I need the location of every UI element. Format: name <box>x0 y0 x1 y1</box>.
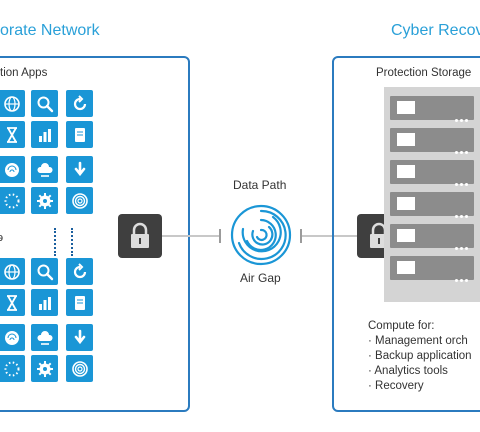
app-tile <box>0 187 25 214</box>
compute-item: · Analytics tools <box>368 365 448 377</box>
fingerprint-icon <box>4 330 19 345</box>
app-tile <box>31 156 58 183</box>
air-gap-swirl-icon <box>229 203 293 267</box>
app-tile <box>31 121 58 148</box>
storage-server-unit <box>390 192 474 218</box>
globe-icon <box>3 263 20 280</box>
cloud-icon <box>36 162 53 177</box>
gear-icon <box>36 360 53 377</box>
fingerprint-icon <box>4 162 19 177</box>
compute-item: · Recovery <box>368 380 424 392</box>
download-arrow-icon <box>74 329 85 344</box>
connection-line-left <box>162 235 220 237</box>
globe-icon <box>3 95 20 112</box>
compute-item: · Management orch <box>368 335 468 347</box>
app-tile <box>66 156 93 183</box>
vertical-dots-left <box>54 228 58 256</box>
drive-bay-icon <box>397 197 415 210</box>
search-icon <box>37 264 53 280</box>
status-lights-icon <box>453 269 468 287</box>
app-tile <box>0 355 25 382</box>
bar-chart-icon <box>38 128 51 142</box>
app-tile <box>66 90 93 117</box>
right-panel-title: Cyber Recov <box>391 22 480 39</box>
drive-bay-icon <box>397 101 415 114</box>
download-arrow-icon <box>74 161 85 176</box>
drive-bay-icon <box>397 229 415 242</box>
target-icon <box>71 192 88 209</box>
storage-server-unit <box>390 224 474 250</box>
app-tile <box>0 289 25 316</box>
drive-bay-icon <box>397 133 415 146</box>
status-lights-icon <box>453 173 468 191</box>
target-icon <box>71 360 88 377</box>
app-tile <box>0 156 25 183</box>
gear-icon <box>36 192 53 209</box>
drive-bay-icon <box>397 165 415 178</box>
connection-end-left <box>219 229 221 243</box>
data-path-label: Data Path <box>233 178 287 192</box>
storage-server-unit <box>390 128 474 154</box>
app-tile <box>66 187 93 214</box>
cyber-recovery-panel <box>332 56 480 412</box>
left-edge-marker: ə <box>0 232 4 244</box>
search-icon <box>37 96 53 112</box>
app-tile <box>66 355 93 382</box>
drive-bay-icon <box>397 261 415 274</box>
connection-end-right <box>300 229 302 243</box>
hourglass-icon <box>6 126 17 143</box>
app-tile <box>31 355 58 382</box>
vertical-dots-right <box>71 228 75 256</box>
app-tile <box>0 90 25 117</box>
status-lights-icon <box>453 109 468 127</box>
document-icon <box>74 295 85 310</box>
storage-server-unit <box>390 160 474 186</box>
document-icon <box>74 127 85 142</box>
bar-chart-icon <box>38 296 51 310</box>
storage-server-unit <box>390 256 474 282</box>
app-tile <box>31 90 58 117</box>
status-lights-icon <box>453 141 468 159</box>
dotted-circle-icon <box>4 361 19 376</box>
refresh-icon <box>73 262 86 278</box>
app-tile <box>66 258 93 285</box>
hourglass-icon <box>6 294 17 311</box>
compute-item: · Backup application <box>368 350 472 362</box>
left-panel-subtitle: tion Apps <box>0 67 48 79</box>
status-lights-icon <box>453 205 468 223</box>
left-lock-icon <box>118 214 162 258</box>
protection-storage-label: Protection Storage <box>376 67 472 79</box>
app-tile <box>66 324 93 351</box>
app-tile <box>66 289 93 316</box>
app-tile <box>0 121 25 148</box>
refresh-icon <box>73 94 86 110</box>
status-lights-icon <box>453 237 468 255</box>
app-tile <box>0 258 25 285</box>
app-tile <box>31 289 58 316</box>
left-panel-title: orate Network <box>0 22 100 39</box>
app-tile <box>31 187 58 214</box>
air-gap-label: Air Gap <box>240 271 281 285</box>
compute-heading: Compute for: <box>368 320 435 332</box>
dotted-circle-icon <box>4 193 19 208</box>
storage-server-unit <box>390 96 474 122</box>
cloud-icon <box>36 330 53 345</box>
app-tile <box>0 324 25 351</box>
corporate-network-panel <box>0 56 190 412</box>
app-tile <box>31 258 58 285</box>
app-tile <box>66 121 93 148</box>
app-tile <box>31 324 58 351</box>
